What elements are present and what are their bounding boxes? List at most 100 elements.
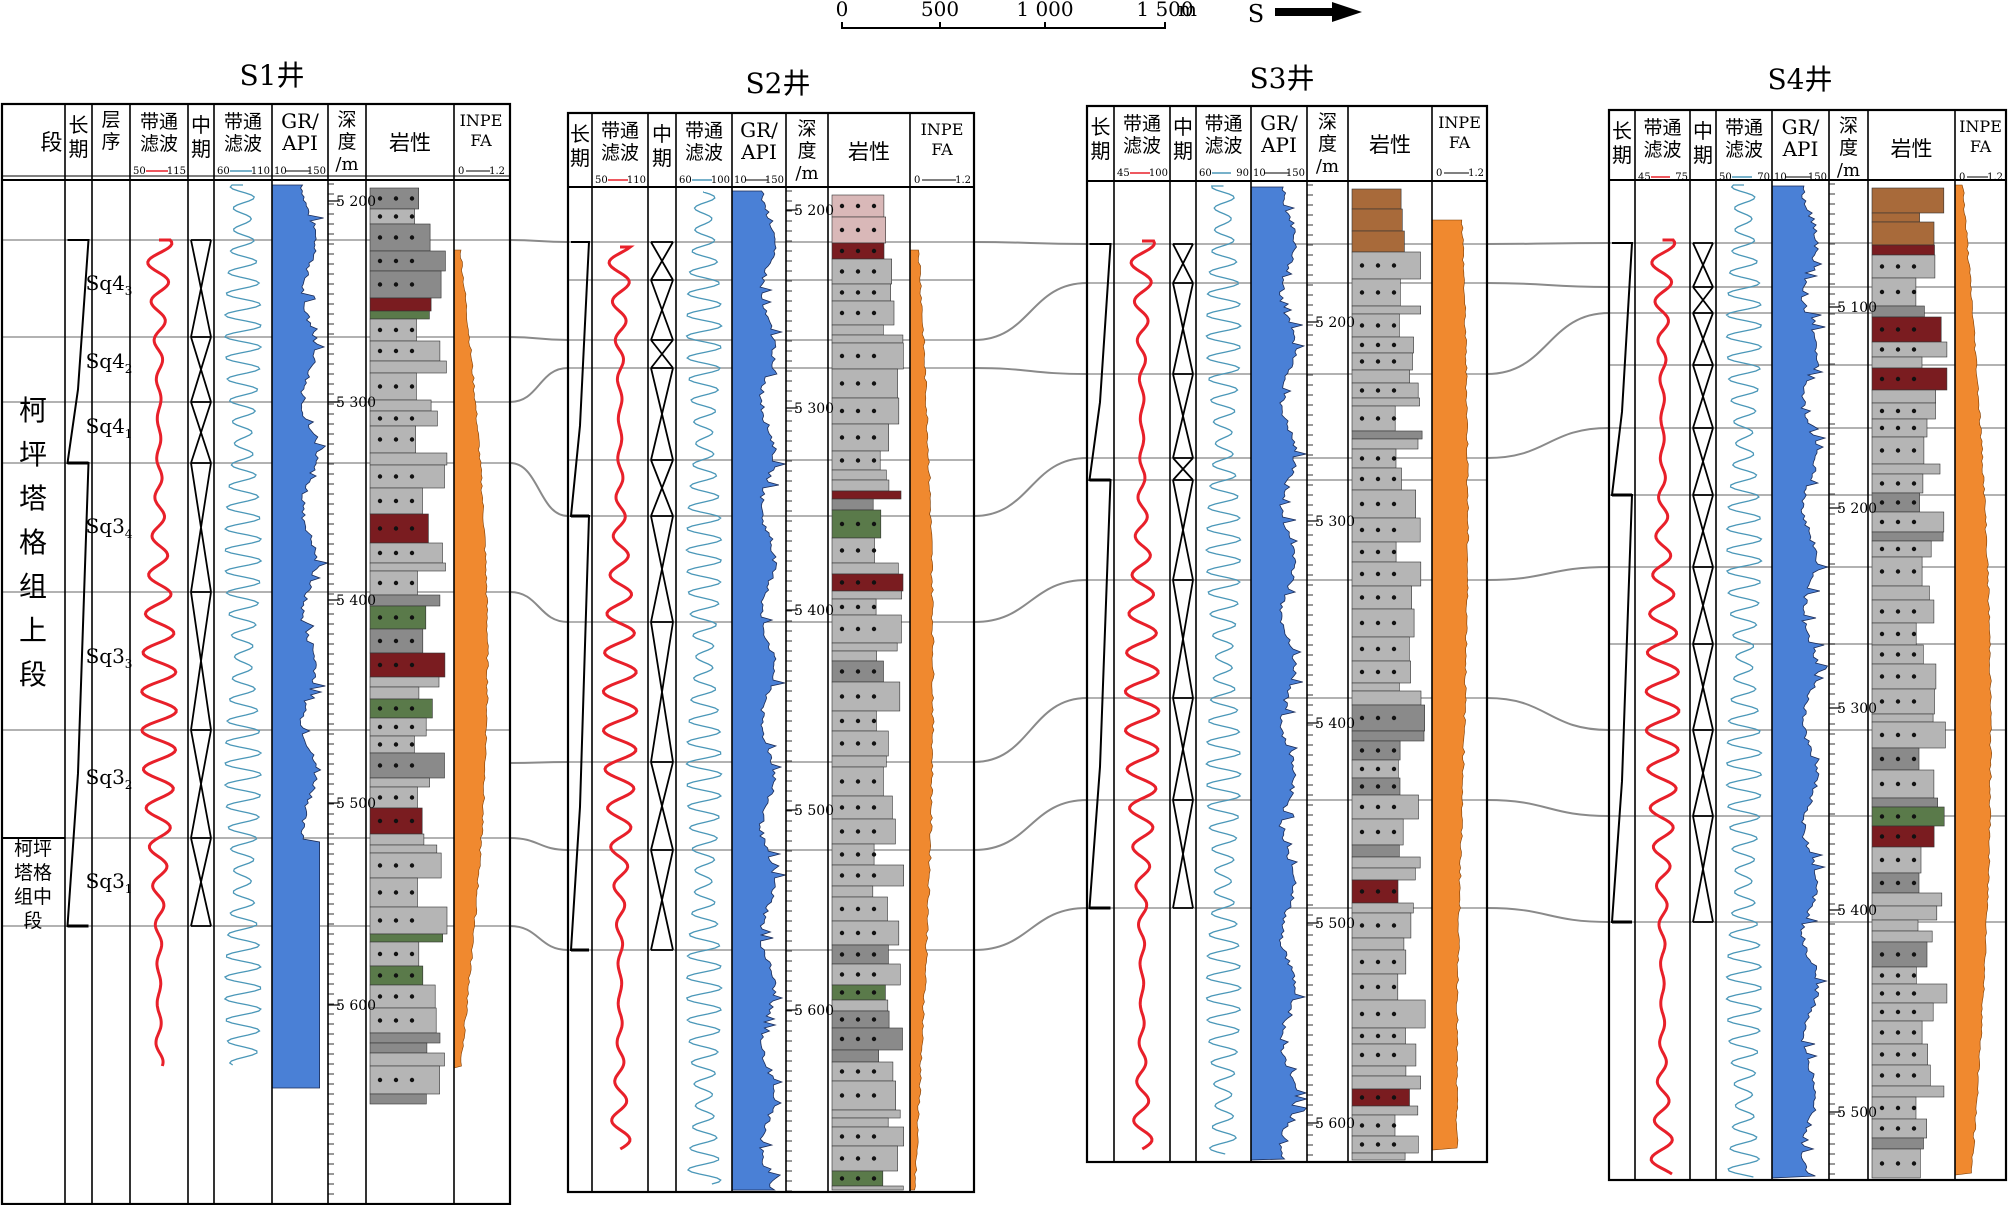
lithology-grain [1879, 952, 1885, 957]
lithology-bed [1351, 1075, 1421, 1090]
range-max: 90 [1236, 168, 1249, 179]
header-mid-char: 期 [191, 137, 211, 161]
lithology-grain [839, 741, 845, 746]
lithology-grain [377, 918, 383, 923]
lithology-grain [377, 526, 383, 531]
lithology-grain [409, 416, 415, 421]
lithology-grain [1391, 1011, 1397, 1017]
lithology-grain [1391, 388, 1397, 393]
lithology-grain [1879, 289, 1885, 295]
lithology-bed [1871, 1096, 1917, 1120]
lithology-grain [409, 795, 415, 800]
header-mid-char: 中 [1693, 119, 1713, 143]
header-bp2: 带通 [1204, 113, 1242, 135]
lithology-grain [839, 990, 845, 995]
lithology-grain [393, 994, 399, 999]
lithology-grain [1879, 699, 1885, 704]
lithology-bed [369, 372, 417, 401]
lithology-grain [855, 852, 861, 857]
lithology-bed [1351, 879, 1399, 904]
lithology-grain [393, 384, 399, 389]
lithology-grain [1359, 476, 1365, 482]
lithology-grain [871, 1069, 877, 1074]
long-term-cycle [1088, 243, 1112, 481]
lithology-grain [871, 694, 877, 699]
lithology-grain [1391, 456, 1397, 461]
lithology-grain [855, 873, 861, 878]
lithology-grain [1375, 646, 1381, 652]
header-depth-unit: /m [1316, 156, 1339, 177]
header-bp2: 滤波 [1204, 135, 1242, 157]
lithology-grain [377, 437, 383, 442]
lithology-grain [839, 718, 845, 724]
lithology-grain [1375, 1033, 1381, 1039]
lithology-grain [871, 604, 877, 610]
lithology-grain [871, 972, 877, 977]
header-depth-char: 深 [797, 118, 816, 140]
lithology-grain [871, 952, 877, 957]
lithology-grain [393, 327, 399, 333]
lithology-grain [1359, 829, 1365, 835]
mid-term-cycle [190, 401, 212, 464]
correlation-line [973, 282, 1088, 341]
lithology-grain [1359, 923, 1365, 928]
lithology-grain [1911, 857, 1917, 863]
lithology-grain [839, 248, 845, 254]
header-mid: 中期 [1693, 119, 1713, 167]
lithology-grain [1375, 290, 1381, 295]
lithology-grain [409, 550, 415, 556]
correlation-line [509, 462, 569, 517]
header-depth-unit: /m [1837, 160, 1860, 181]
lithology-bed [1351, 369, 1410, 384]
lithology-grain [871, 873, 877, 878]
mid-term-cycle [1692, 815, 1714, 923]
depth-label: 5 200 [1315, 315, 1355, 331]
scale-tick-label: 0 [836, 0, 849, 21]
correlation-line [1486, 697, 1610, 731]
lithology-grain [855, 521, 861, 527]
lithology-grain [393, 706, 399, 711]
lithology-grain [1359, 501, 1365, 507]
lithology-grain [839, 290, 845, 295]
lithology-grain [393, 580, 399, 586]
correlation-line [1486, 282, 1610, 288]
lithology-grain [1391, 1033, 1397, 1039]
lithology-grain [1895, 289, 1901, 295]
lithology-grain [1879, 834, 1885, 839]
lithology-grain [1359, 1142, 1365, 1147]
lithology-bed [1871, 531, 1944, 542]
depth-label: 5 400 [1837, 903, 1877, 919]
lithology-grain [871, 626, 877, 632]
lithology-bed [831, 1117, 889, 1128]
header-lithology: 岩性 [1891, 137, 1933, 161]
lithology-grain [871, 779, 877, 784]
lithology-grain [1375, 1011, 1381, 1017]
lithology-bed [369, 652, 446, 678]
range-max: 110 [627, 175, 646, 186]
well-title: S4井 [1768, 63, 1833, 96]
range-min: 10 [734, 175, 747, 186]
lithology-grain [377, 795, 383, 800]
lithology-grain [377, 416, 383, 421]
lithology-grain [393, 416, 399, 421]
header-mid-char: 期 [1693, 143, 1713, 167]
gr-log-curve [271, 184, 330, 1089]
header-sequence: 层序 [101, 109, 120, 153]
lithology-grain [393, 282, 399, 287]
lithology-grain [1391, 620, 1397, 626]
lithology-grain [1359, 646, 1365, 652]
mid-term-cycle [190, 462, 212, 593]
lithology-grain [1895, 408, 1901, 414]
scale-tick-label: 1 500 [1136, 0, 1193, 21]
header-gr: API [1782, 137, 1819, 161]
header-bp2: 滤波 [685, 142, 723, 164]
header-depth: 深度 [1318, 111, 1337, 155]
mid-term-cycle [190, 591, 212, 731]
lithology-grain [1391, 959, 1397, 965]
header-depth-char: 度 [337, 131, 356, 153]
lithology-grain [1895, 699, 1901, 704]
lithology-grain [839, 548, 845, 553]
lithology-grain [871, 248, 877, 254]
lithology-grain [409, 615, 415, 620]
lithology-grain [377, 1077, 383, 1083]
